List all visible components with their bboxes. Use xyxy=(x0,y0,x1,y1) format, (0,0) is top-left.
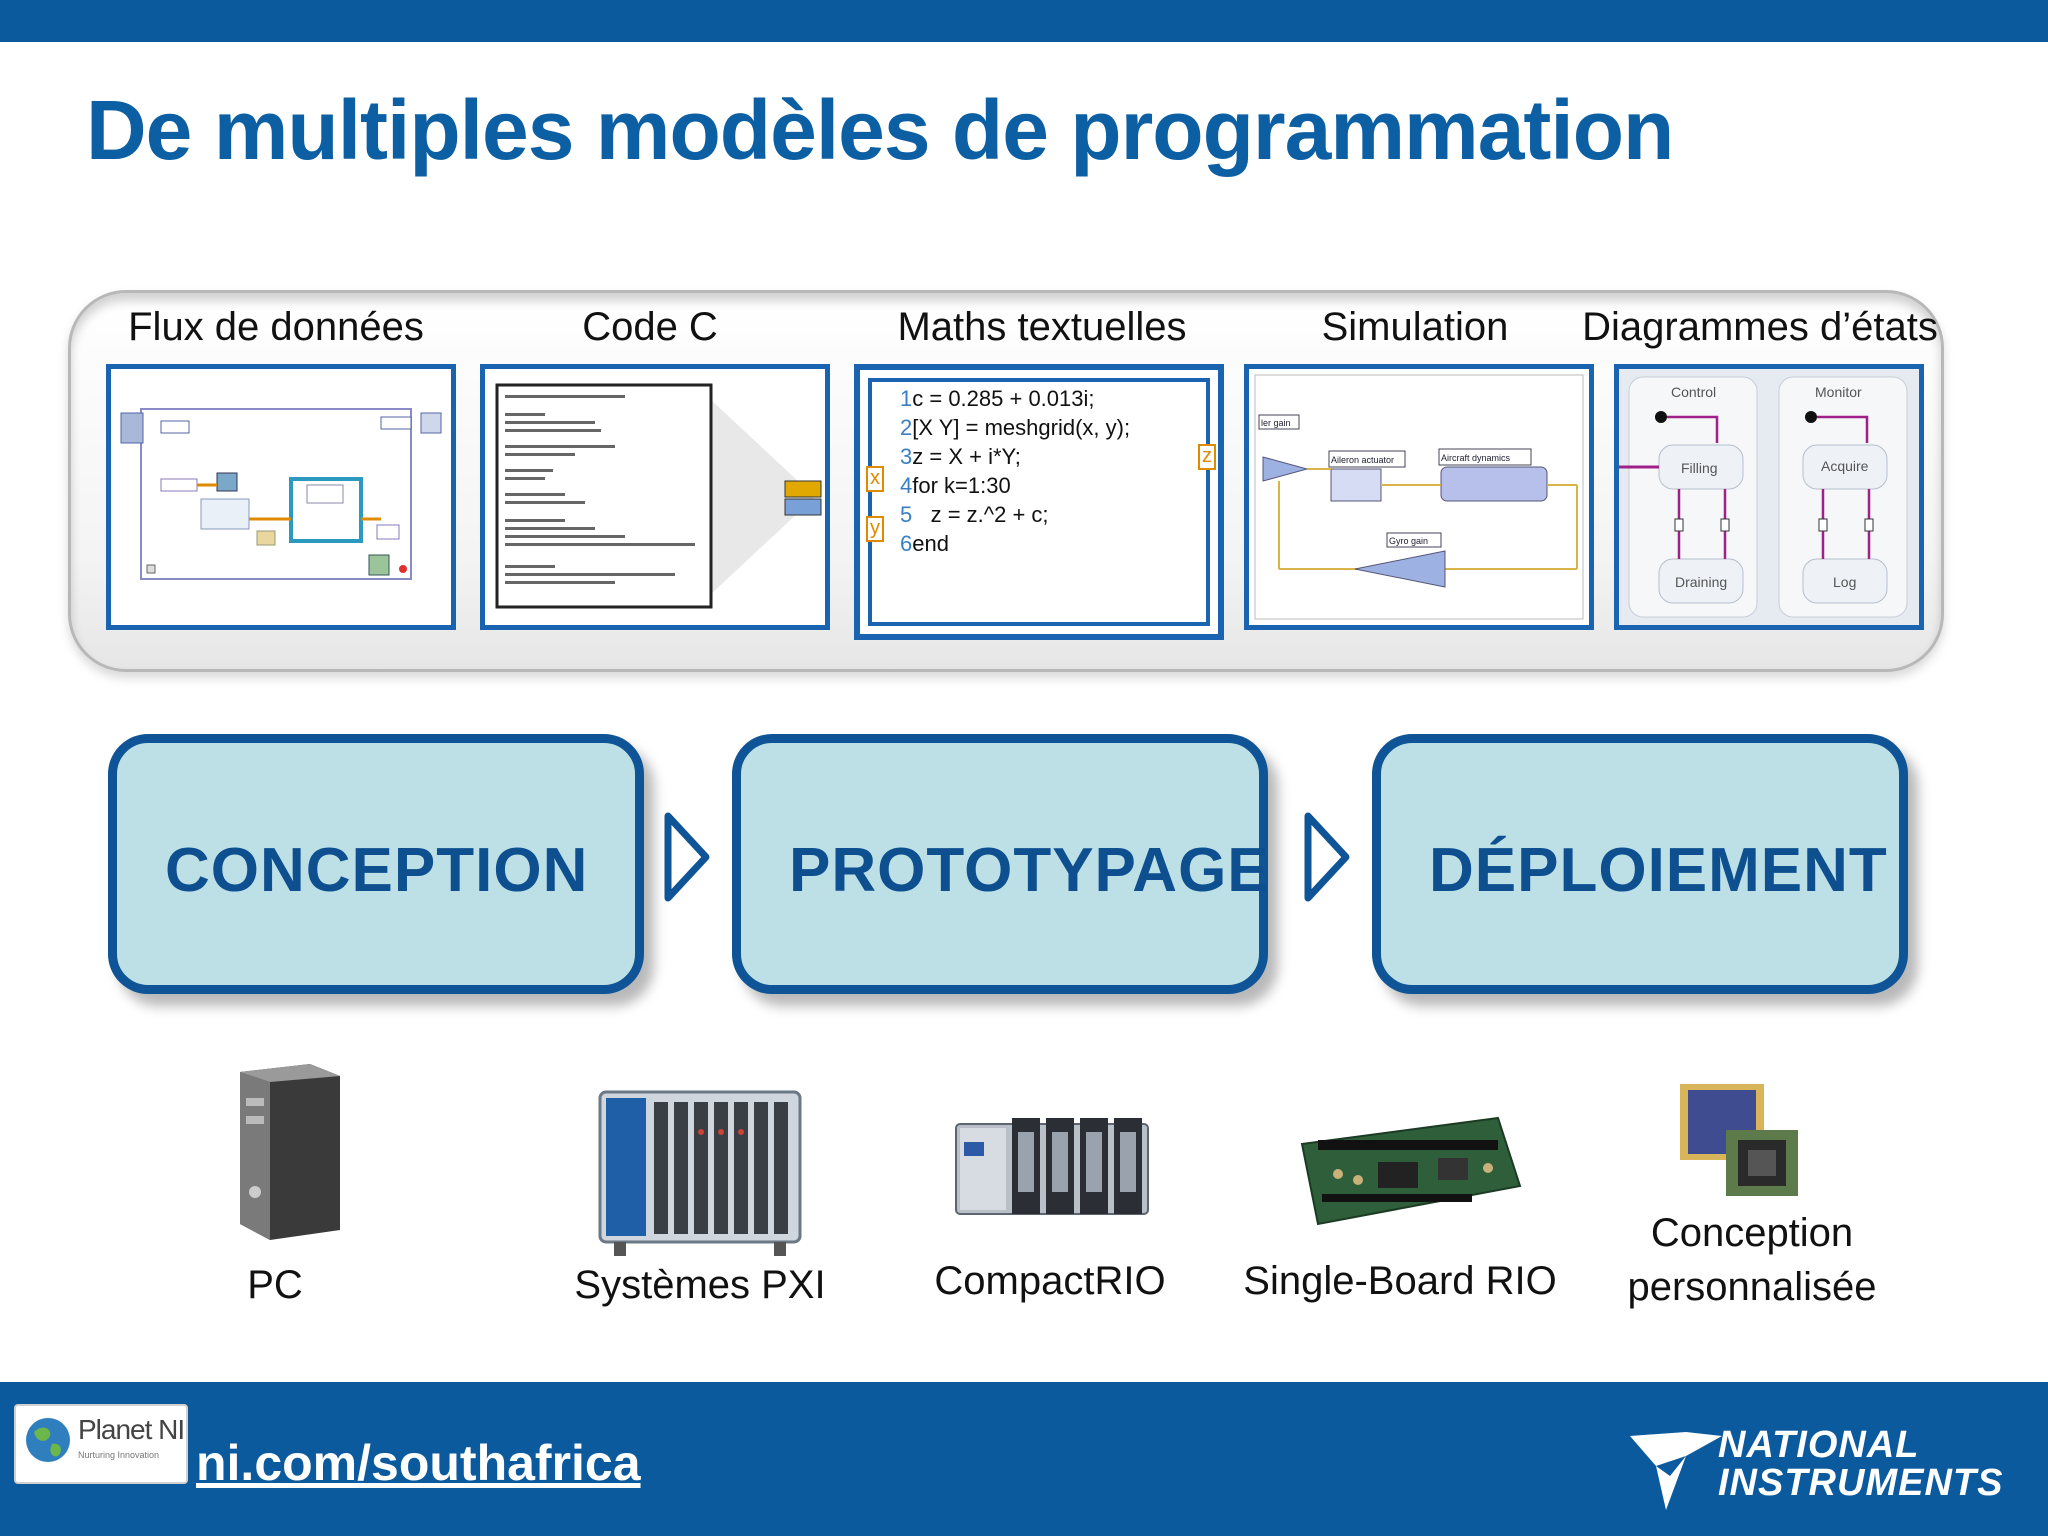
code-line: 5 z = z.^2 + c; xyxy=(900,502,1049,527)
dataflow-diagram-icon xyxy=(106,364,456,630)
sim-block-label: Aileron actuator xyxy=(1331,455,1394,465)
pxi-chassis-icon xyxy=(598,1090,802,1256)
hw-label-pxi: Systèmes PXI xyxy=(574,1263,826,1307)
globe-icon xyxy=(26,1418,70,1462)
math-input-x: x xyxy=(866,466,884,492)
chevron-right-icon xyxy=(1304,812,1350,902)
chevron-right-icon xyxy=(664,812,710,902)
slide-title: De multiples modèles de programmation xyxy=(86,83,1674,177)
pc-tower-icon xyxy=(240,1064,340,1240)
textual-math-icon: x y z 1c = 0.285 + 0.013i; 2[X Y] = mesh… xyxy=(854,364,1224,640)
hw-label-compactrio: CompactRIO xyxy=(934,1259,1166,1303)
state-label: Draining xyxy=(1675,574,1727,590)
code-line: 6end xyxy=(900,531,949,556)
code-line: 2[X Y] = meshgrid(x, y); xyxy=(900,415,1131,440)
state-label: Acquire xyxy=(1821,458,1869,474)
ni-text-line1: NATIONAL xyxy=(1718,1424,1920,1466)
code-line: 1c = 0.285 + 0.013i; xyxy=(900,386,1095,411)
math-input-y: y xyxy=(866,516,884,542)
math-output-z: z xyxy=(1198,444,1216,470)
model-label-c-code: Code C xyxy=(582,305,718,349)
model-label-statechart: Diagrammes d’états xyxy=(1582,305,1938,349)
sim-block-label: Gyro gain xyxy=(1389,536,1428,546)
model-label-simulation: Simulation xyxy=(1321,305,1509,349)
state-label: Log xyxy=(1833,574,1856,590)
state-region-label: Control xyxy=(1671,384,1716,400)
state-label: Filling xyxy=(1681,460,1718,476)
stage-deploiement: DÉPLOIEMENT xyxy=(1372,734,1908,994)
stage-label: PROTOTYPAGE xyxy=(789,836,1270,905)
national-instruments-logo: NATIONAL INSTRUMENTS xyxy=(1626,1422,2002,1518)
custom-chip-icon xyxy=(1680,1084,1798,1196)
math-code-block: 1c = 0.285 + 0.013i; 2[X Y] = meshgrid(x… xyxy=(900,384,1130,558)
single-board-rio-icon xyxy=(1300,1116,1522,1226)
stage-label: DÉPLOIEMENT xyxy=(1429,836,1888,905)
hw-label-custom-line1: Conception xyxy=(1650,1211,1854,1255)
planet-ni-subtitle: Nurturing Innovation xyxy=(78,1450,160,1460)
code-line: 4for k=1:30 xyxy=(900,473,1011,498)
footer-url-link[interactable]: ni.com/southafrica xyxy=(196,1435,641,1491)
sim-block-label: ler gain xyxy=(1261,418,1291,428)
ni-text-line2: INSTRUMENTS xyxy=(1718,1462,2004,1504)
hw-label-custom-line2: personnalisée xyxy=(1627,1265,1877,1309)
ni-eagle-icon xyxy=(1630,1432,1722,1510)
sim-block-label: Aircraft dynamics xyxy=(1441,453,1511,463)
state-region-label: Monitor xyxy=(1815,384,1862,400)
code-line: 3z = X + i*Y; xyxy=(900,444,1021,469)
simulation-diagram-icon: ler gain Aileron actuator Aircraft dynam… xyxy=(1244,364,1594,630)
compactrio-icon xyxy=(955,1118,1149,1215)
footer-bar xyxy=(0,1382,2048,1536)
c-code-icon xyxy=(480,364,830,630)
hw-label-pc: PC xyxy=(247,1263,303,1307)
stage-prototypage: PROTOTYPAGE xyxy=(732,734,1270,994)
hw-label-sbrio: Single-Board RIO xyxy=(1243,1259,1557,1303)
model-label-math: Maths textuelles xyxy=(897,305,1187,349)
model-label-dataflow: Flux de données xyxy=(128,305,424,349)
planet-ni-logo: Planet NI Nurturing Innovation xyxy=(14,1404,188,1484)
statechart-icon: Control Monitor Filling Acquire Draining… xyxy=(1614,364,1924,630)
planet-ni-text: Planet NI xyxy=(78,1414,185,1445)
stage-label: CONCEPTION xyxy=(165,836,589,905)
stage-conception: CONCEPTION xyxy=(108,734,644,994)
top-bar xyxy=(0,0,2048,42)
